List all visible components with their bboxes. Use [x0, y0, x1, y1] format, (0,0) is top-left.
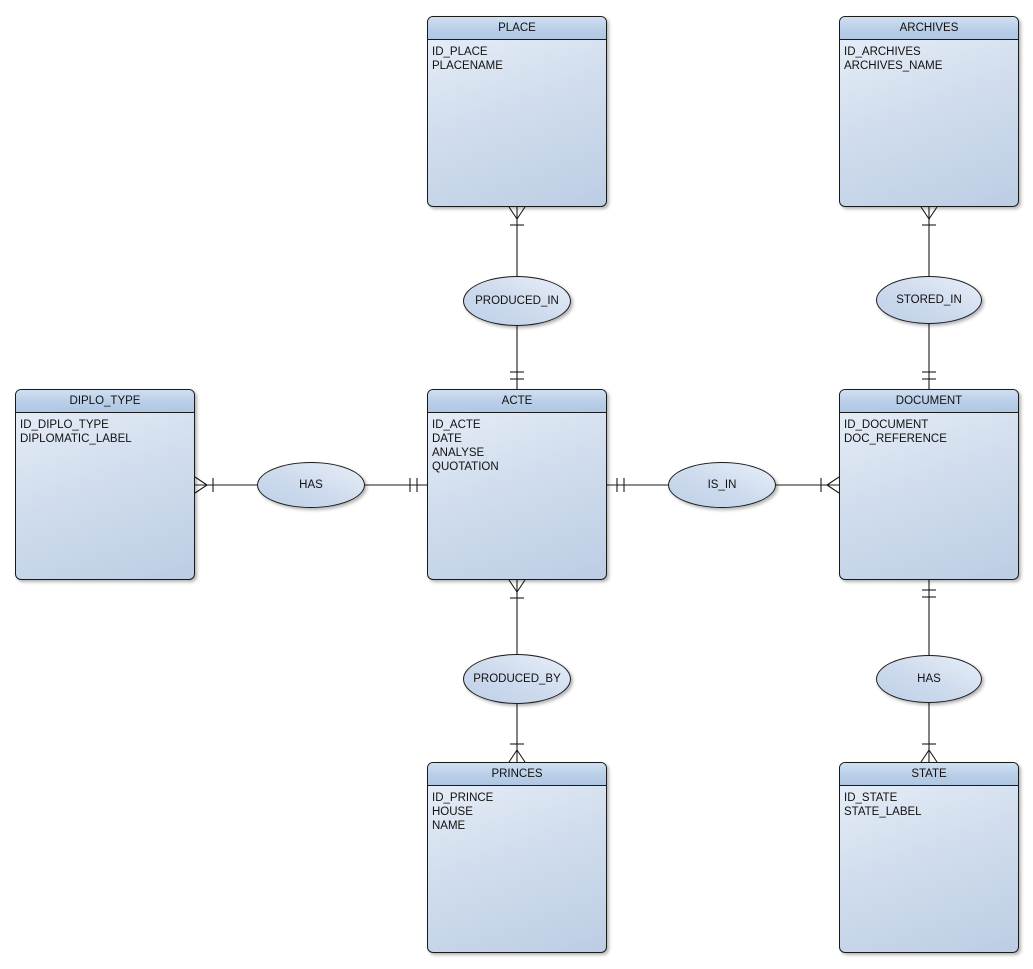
entity-attribute-list: ID_PRINCE HOUSE NAME	[428, 786, 606, 833]
entity-attribute-list: ID_ARCHIVES ARCHIVES_NAME	[840, 40, 1018, 73]
relationship-label: IS_IN	[707, 479, 737, 491]
relationship-label: HAS	[299, 479, 323, 491]
entity-attribute: ID_DIPLO_TYPE	[20, 419, 109, 431]
entity-attribute: ID_PLACE	[432, 46, 488, 58]
entity-acte[interactable]: ACTE ID_ACTE DATE ANALYSE QUOTATION	[427, 389, 607, 580]
entity-attribute: HOUSE	[432, 806, 473, 818]
entity-title: DOCUMENT	[840, 390, 1018, 413]
entity-title: ACTE	[428, 390, 606, 413]
entity-archives[interactable]: ARCHIVES ID_ARCHIVES ARCHIVES_NAME	[839, 16, 1019, 207]
entity-state[interactable]: STATE ID_STATE STATE_LABEL	[839, 762, 1019, 953]
relationship-produced_by[interactable]: PRODUCED_BY	[463, 654, 571, 704]
entity-title: STATE	[840, 763, 1018, 786]
entity-attribute: ID_DOCUMENT	[844, 419, 929, 431]
entity-attribute: ID_STATE	[844, 792, 898, 804]
entity-attribute-list: ID_STATE STATE_LABEL	[840, 786, 1018, 819]
entity-attribute: QUOTATION	[432, 461, 499, 473]
relationship-has[interactable]: HAS	[257, 462, 365, 508]
relationship-is_in[interactable]: IS_IN	[668, 462, 776, 508]
entity-diplo_type[interactable]: DIPLO_TYPE ID_DIPLO_TYPE DIPLOMATIC_LABEL	[15, 389, 195, 580]
relationship-label: PRODUCED_BY	[473, 673, 561, 685]
entity-attribute: DOC_REFERENCE	[844, 433, 947, 445]
entity-attribute-list: ID_DOCUMENT DOC_REFERENCE	[840, 413, 1018, 446]
entity-place[interactable]: PLACE ID_PLACE PLACENAME	[427, 16, 607, 207]
entity-attribute: ID_PRINCE	[432, 792, 494, 804]
entity-attribute: ARCHIVES_NAME	[844, 60, 943, 72]
entity-title: PRINCES	[428, 763, 606, 786]
entity-attribute-list: ID_PLACE PLACENAME	[428, 40, 606, 73]
entity-attribute: PLACENAME	[432, 60, 503, 72]
entity-title: PLACE	[428, 17, 606, 40]
entity-attribute: ID_ARCHIVES	[844, 46, 921, 58]
entity-attribute: ANALYSE	[432, 447, 485, 459]
relationship-label: STORED_IN	[896, 294, 962, 306]
entity-attribute-list: ID_ACTE DATE ANALYSE QUOTATION	[428, 413, 606, 474]
relationship-has[interactable]: HAS	[876, 655, 982, 703]
entity-attribute: NAME	[432, 820, 466, 832]
entity-title: ARCHIVES	[840, 17, 1018, 40]
relationship-produced_in[interactable]: PRODUCED_IN	[463, 276, 571, 326]
entity-title: DIPLO_TYPE	[16, 390, 194, 413]
entity-document[interactable]: DOCUMENT ID_DOCUMENT DOC_REFERENCE	[839, 389, 1019, 580]
entity-attribute-list: ID_DIPLO_TYPE DIPLOMATIC_LABEL	[16, 413, 194, 446]
entity-attribute: DIPLOMATIC_LABEL	[20, 433, 132, 445]
relationship-stored_in[interactable]: STORED_IN	[876, 276, 982, 324]
entity-attribute: ID_ACTE	[432, 419, 481, 431]
relationship-label: HAS	[917, 673, 941, 685]
entity-princes[interactable]: PRINCES ID_PRINCE HOUSE NAME	[427, 762, 607, 953]
relationship-label: PRODUCED_IN	[475, 295, 559, 307]
entity-attribute: STATE_LABEL	[844, 806, 922, 818]
entity-attribute: DATE	[432, 433, 462, 445]
